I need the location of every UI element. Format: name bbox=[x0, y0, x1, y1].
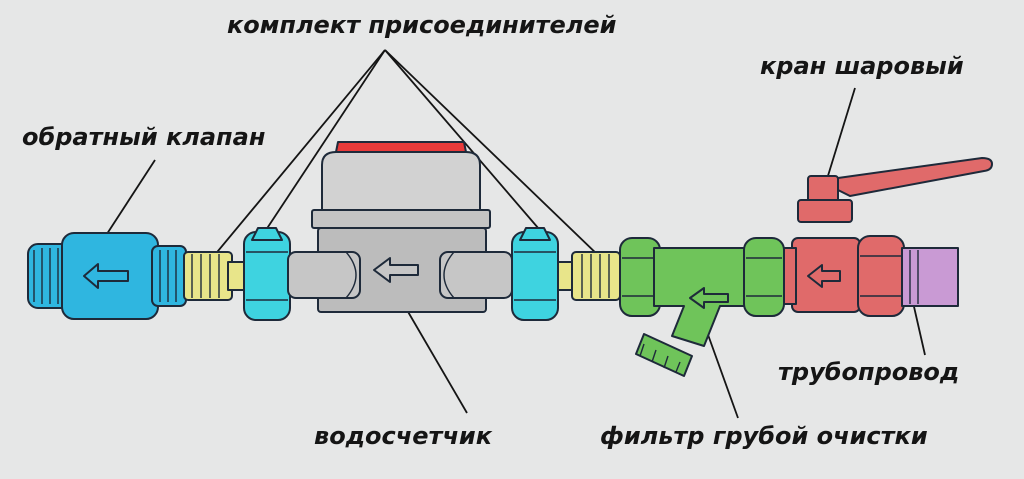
flow-arrow-icon bbox=[83, 263, 129, 289]
labels: комплект присоединителей обратный клапан… bbox=[22, 11, 964, 450]
pipeline-label: трубопровод bbox=[778, 358, 959, 386]
check-valve bbox=[27, 232, 187, 320]
connectors-label: комплект присоединителей bbox=[227, 11, 617, 39]
right-connector-fitting bbox=[557, 251, 621, 301]
flow-arrow-icon bbox=[373, 257, 419, 283]
coarse-filter bbox=[619, 237, 785, 377]
flow-arrow-icon bbox=[689, 287, 729, 309]
meter-red-cap bbox=[335, 141, 467, 153]
flow-arrow-icon bbox=[807, 264, 841, 288]
water-meter-label: водосчетчик bbox=[314, 422, 493, 450]
valve-handle bbox=[837, 157, 993, 197]
left-union-nut bbox=[243, 227, 291, 321]
filter-label: фильтр грубой очистки bbox=[600, 422, 928, 450]
check-valve-label: обратный клапан bbox=[22, 123, 265, 151]
ball-valve-label: кран шаровый bbox=[760, 52, 964, 80]
right-union-nut bbox=[511, 227, 559, 321]
left-connector-fitting bbox=[183, 251, 245, 301]
pipeline bbox=[901, 247, 959, 307]
ball-valve bbox=[783, 157, 993, 317]
water-meter bbox=[287, 141, 513, 313]
